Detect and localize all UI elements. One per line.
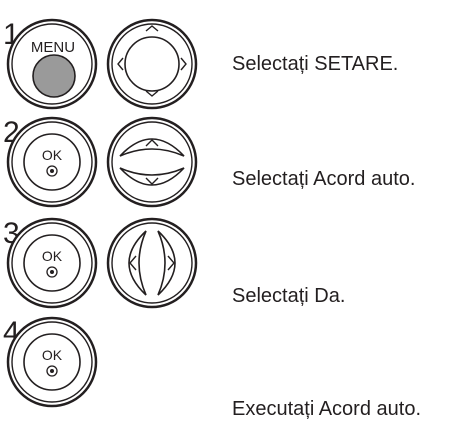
step-instruction: Executați Acord auto.	[232, 398, 422, 420]
ok-button-label: OK	[42, 347, 63, 363]
ok-button: OK	[6, 217, 98, 309]
navigation-pad-icon	[106, 18, 198, 110]
step-instruction: Selectați SETARE.	[232, 53, 399, 75]
ok-dot-icon	[46, 165, 58, 177]
ok-button: OK	[6, 316, 98, 408]
ok-button-label: OK	[42, 147, 63, 163]
menu-button-label: MENU	[31, 39, 75, 56]
menu-button: MENU	[6, 18, 98, 110]
step-instruction: Selectați Da.	[232, 285, 346, 307]
ok-dot-icon	[46, 266, 58, 278]
ok-button-label: OK	[42, 248, 63, 264]
ok-dot-icon	[46, 365, 58, 377]
ok-button: OK	[6, 116, 98, 208]
up-down-arrows-icon	[106, 116, 198, 208]
left-right-arrows-icon	[106, 217, 198, 309]
step-instruction: Selectați Acord auto.	[232, 168, 416, 190]
